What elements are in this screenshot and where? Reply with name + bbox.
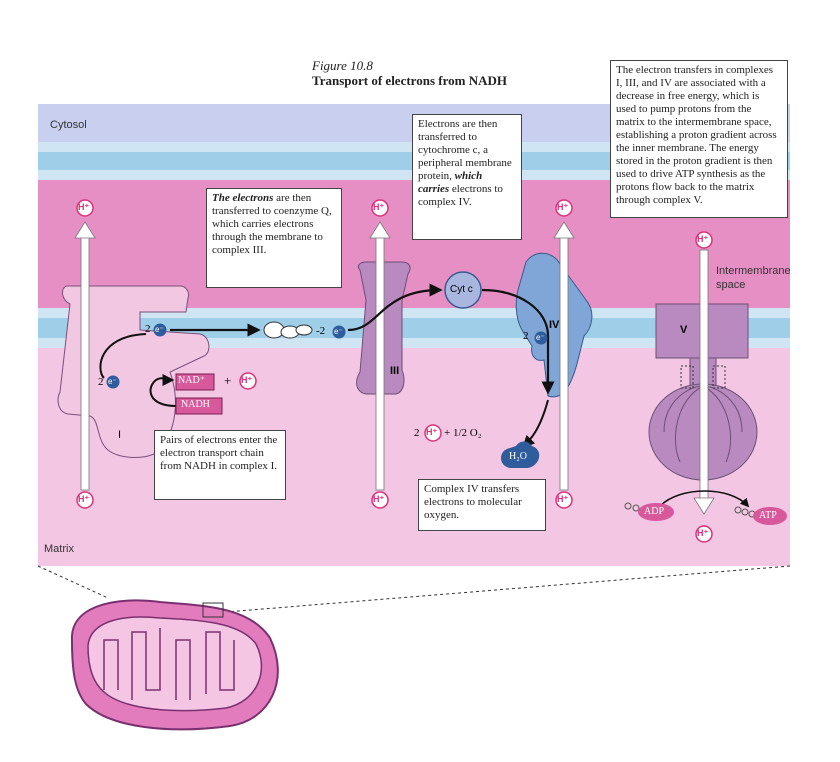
callout-text-emphasis: which carries [418,170,483,195]
figure-title: Transport of electrons from NADH [312,73,507,88]
coenzyme-q-icon [263,321,313,339]
plus-sign: + [224,373,232,388]
proton-gradient-callout: The electron transfers in complexes I, I… [610,60,788,218]
proton-label: H⁺ [241,375,253,385]
cytc-label: Cyt c [450,284,473,295]
complex-iv-callout: Complex IV transfers electrons to molecu… [418,479,546,531]
cytochrome-c [444,271,482,309]
proton-arrow-2 [369,221,391,491]
proton-arrow-1 [74,221,96,491]
reaction-oxygen: + 1/2 O₂ [444,427,482,439]
nadh-label: NADH [181,399,210,410]
proton-label: H⁺ [426,427,438,437]
electron-label: e⁻ [334,327,343,336]
proton-label: H⁺ [78,202,90,212]
callout-text-emphasis: The electrons [212,192,274,204]
electron-path-to-oxygen [481,288,555,395]
electron-label: e⁻ [108,377,117,386]
proton-label: H⁺ [373,202,385,212]
proton-circles [76,199,713,543]
zoom-line-right [225,565,791,613]
matrix-label: Matrix [44,543,74,555]
complex-v-label: V [680,324,688,336]
proton-arrow-down-complex-v [693,249,715,515]
electron-label: e⁻ [155,325,164,334]
coenzyme-q-callout: The electrons are then transferred to co… [206,188,342,288]
electron-count: 2 [98,376,104,388]
electron-count: 2 [145,323,151,335]
proton-arrow-3 [553,221,575,491]
complex-i-label: I [118,429,122,441]
proton-label: H⁺ [557,202,569,212]
proton-label: H⁺ [78,494,90,504]
nad-box [175,373,215,391]
complex-v-channel-left [680,365,694,389]
mitochondrion-illustration [70,599,279,731]
adp-molecule [624,502,674,521]
electron-path-nadh-loop [99,333,147,379]
complex-v-channel-right [712,365,726,389]
zoom-line-left [37,565,109,599]
callout-text: are then transferred to coenzyme Q, whic… [212,192,332,256]
callout-text: electrons to complex IV. [418,183,503,208]
callout-text: a peripheral membrane protein, [418,144,512,182]
callout-text: Electrons are then transferred to cytoch… [418,118,498,156]
proton-label: H⁺ [557,494,569,504]
figure-number: Figure 10.8 [312,58,373,73]
inner-membrane-top [38,308,790,318]
electron-path-to-cytc [347,283,443,332]
complex-i-callout: Pairs of electrons enter the electron tr… [154,430,286,500]
reaction-coefficient: 2 [414,427,420,439]
nadh-box [175,397,223,415]
electron-label: e⁻ [536,333,545,342]
atp-label: ATP [759,510,777,521]
adp-to-atp-arrow [659,490,750,508]
complex-iii-label: III [390,365,400,377]
proton-label: H⁺ [373,494,385,504]
inner-membrane-core [38,318,790,338]
electron-dots [106,323,548,389]
nadh-to-nad-arrow [149,373,177,407]
electron-count: -2 [316,325,326,337]
complex-iv-label: IV [549,319,560,331]
proton-label: H⁺ [697,234,709,244]
cytosol-label: Cytosol [50,119,87,131]
water-label: H₂O [509,451,527,462]
atp-molecule [734,506,787,525]
proton-label: H⁺ [697,528,709,538]
adp-label: ADP [644,506,665,517]
inner-membrane-bottom [38,338,790,348]
complex-v-segments [663,385,743,478]
figure-caption: Figure 10.8 Transport of electrons from … [312,58,507,88]
cytochrome-c-callout: Electrons are then transferred to cytoch… [412,114,522,240]
intermembrane-label-line1: Intermembrane [716,265,791,277]
water-molecule [501,441,540,468]
electron-count: 2 [523,330,529,342]
complex-i [57,285,210,458]
intermembrane-label-line2: space [716,279,746,291]
nad-label: NAD⁺ [178,375,205,386]
